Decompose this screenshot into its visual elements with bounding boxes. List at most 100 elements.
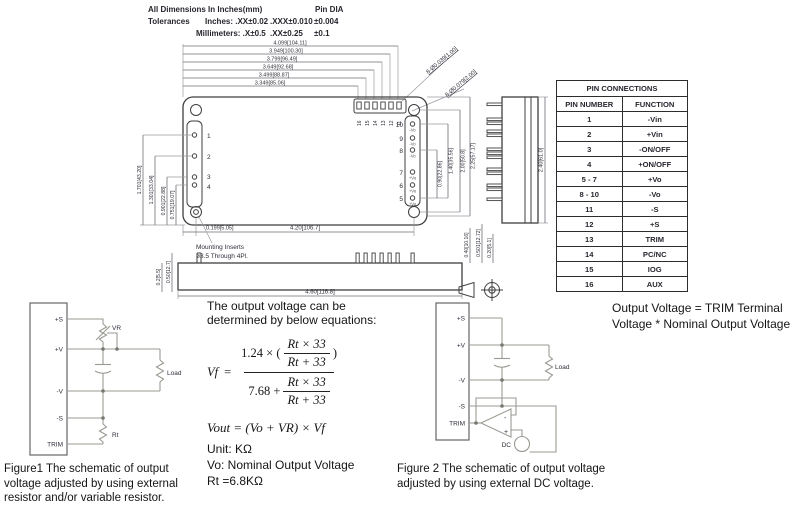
pin-number: 9 [399,136,403,143]
vo-note: Vo: Nominal Output Voltage [207,458,355,472]
table-row: 2+Vin [556,126,688,142]
hole-callout-small: 8-Ø0.039[1.00] [425,46,459,76]
mounting-note: ø3.5 Through 4Pl. [196,253,248,260]
pin-number: 15 [365,120,371,126]
table-row: 12+S [556,216,688,232]
pin-cell: 4 [556,156,623,172]
pin-number: 2 [207,154,211,161]
load-label: Load [167,370,182,377]
output-voltage-line1: Output Voltage = TRIM Terminal [612,301,783,315]
inner-denominator: Rt + 33 [283,353,330,371]
mm-xx-tolerance: .XX±0.25 [270,29,303,38]
dim-label: 0.2[5.5] [156,268,162,285]
pin-number: 16 [357,120,363,126]
pin-number: 7 [399,170,403,177]
pin-cell: 16 [556,276,623,292]
pin-cell: 15 [556,261,623,277]
pin-number: 1 [207,133,211,140]
output-voltage-note: Output Voltage = TRIM Terminal Voltage *… [612,301,799,332]
dim-label: 0.501[12.72] [476,228,482,256]
pin-function: +Vo [409,176,417,181]
dim-label: 3.349[85.06] [255,81,286,87]
function-cell: IOG [621,261,688,277]
pin-number: 4 [207,184,211,191]
pin-cell: 12 [556,216,623,232]
terminal-label: TRIM [47,442,63,449]
function-cell: +Vo [621,171,688,187]
pin-cell: 14 [556,246,623,262]
vf-formula: Vf = 1.24 × ( Rt × 33 Rt + 33 ) 7.68 + R… [207,335,432,410]
terminal-label: +V [457,343,466,350]
pin-connections-table: PIN CONNECTIONS PIN NUMBER FUNCTION 1-Vi… [556,80,688,292]
pin-number: 5 [399,196,403,203]
dim-label: 4.20[106.7] [290,226,320,232]
pin-number: 11 [397,121,403,126]
dim-label: 0.751[19.07] [170,190,176,219]
terminal-label: -S [57,416,64,423]
terminal-label: +S [55,317,64,324]
equations-block: The output voltage can be determined by … [207,299,432,488]
col-function: FUNCTION [621,96,688,112]
figure2-schematic: +S +V -V -S TRIM Load DC - + [435,302,570,453]
pin-cell: 1 [556,111,623,127]
dim-label: 0.199[5.05] [206,226,234,232]
function-cell: +Vin [621,126,688,142]
rt-note: Rt =6.8KΩ [207,474,263,488]
pin-dia-inch-tol: ±0.004 [314,17,339,26]
function-cell: AUX [621,276,688,292]
tolerances-label: Tolerances [148,17,190,26]
inner-fraction: Rt × 33 Rt + 33 [283,374,330,409]
numerator-coefficient: 1.24 × ( [241,346,281,360]
dim-label: 4.60[116.8] [305,290,335,296]
pin-dia-label: Pin DIA [315,5,344,14]
equations-intro: The output voltage can be [207,299,346,313]
dim-label: 2.25[57.17] [471,142,477,169]
function-cell: +ON/OFF [621,156,688,172]
equals-sign: = [224,365,232,379]
side-view: 2.40[61.0] [486,96,548,224]
inches-xxx-tolerance: .XXX±0.010 [270,17,313,26]
col-pin-number: PIN NUMBER [556,96,623,112]
hole-callout-large: 8-Ø0.079[2.00] [444,69,478,99]
dim-label: 2.40[61.0] [539,147,545,172]
inner-denominator: Rt + 33 [283,391,330,409]
mm-tolerance: Millimeters: .X±0.5 [196,29,266,38]
mounting-note: Mounting Inserts [196,244,245,251]
vout-equation: Vout = (Vo + VR) × Vf [207,420,326,435]
dim-label: 3.499[88.87] [259,73,290,79]
projection-symbol [458,279,503,301]
pin-dia-mm-tol: ±0.1 [314,29,330,38]
pin-function: -Vo [409,142,416,147]
function-cell: TRIM [621,231,688,247]
inner-numerator: Rt × 33 [287,375,326,389]
pin-function: -Vo [409,154,416,159]
dim-label: 2.00[50.8] [461,149,467,173]
front-view: 1 2 3 4 10 9 8 7 6 5 -Vo -Vo -Vo +Vo +Vo… [182,96,428,226]
load-label: Load [555,364,570,371]
opamp-minus: - [504,415,507,422]
closing-paren: ) [332,346,337,360]
figure2-caption: Figure 2 The schematic of output voltage… [397,463,606,490]
figure1-schematic: +S +V -V -S TRIM VR Load Rt [29,302,182,456]
function-cell: +S [621,216,688,232]
vf-symbol: Vf [207,365,219,379]
inches-tolerance: Inches: .XX±0.02 [205,17,269,26]
terminal-label: -V [57,389,64,396]
bottom-view: 4.60[116.8] 0.2[5.5] 0.50[12.7] 0.40[10.… [156,224,494,299]
right-dimensions: 0.90[22.86] 1.40[35.56] 2.00[50.8] 2.25[… [420,96,477,217]
bottom-dimensions: 0.199[5.05] 4.20[106.7] Mounting Inserts… [182,216,415,260]
pin-cell: 8 - 10 [556,186,623,202]
pin-cell: 5 - 7 [556,171,623,187]
pin-number: 13 [381,120,387,126]
table-row: 4+ON/OFF [556,156,688,172]
hole-callouts: 8-Ø0.039[1.00] 8-Ø0.079[2.00] [398,46,478,112]
terminal-label: +V [55,347,64,354]
outer-numerator: 1.24 × ( Rt × 33 Rt + 33 ) [237,335,341,372]
dimensions-title: All Dimensions In Inches(mm) [148,5,263,14]
dim-label: 3.949[100.30] [269,49,303,55]
denominator-coefficient: 7.68 + [248,384,281,398]
figure1-caption: Figure1 The schematic of output voltage … [4,463,178,505]
table-row: 3-ON/OFF [556,141,688,157]
